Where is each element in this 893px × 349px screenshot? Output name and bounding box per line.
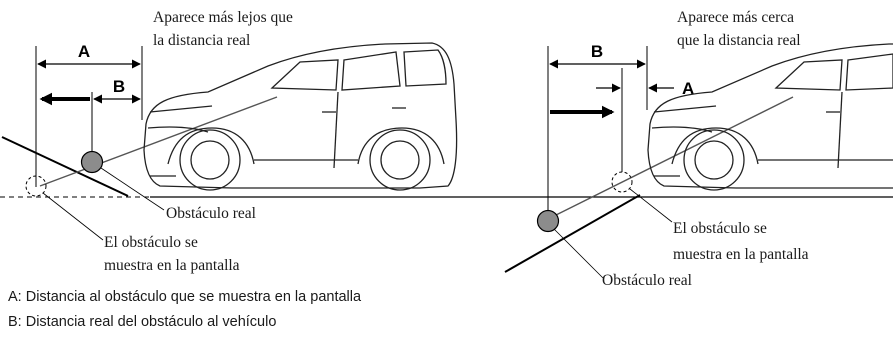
- left-panel: A B Aparece más lejos que la distancia r…: [1, 9, 293, 274]
- left-leader-shown: [42, 192, 104, 241]
- left-label-b: B: [113, 77, 125, 96]
- right-leader-shown: [629, 188, 673, 223]
- right-leader-real: [553, 228, 604, 279]
- left-car-illustration: [143, 42, 458, 191]
- left-caption-line1: Aparece más lejos que: [153, 9, 293, 26]
- left-shown-label-line2: muestra en la pantalla: [104, 257, 240, 274]
- right-label-a: A: [682, 79, 694, 98]
- right-caption-line2: que la distancia real: [677, 32, 801, 49]
- right-real-obstacle-label: Obstáculo real: [602, 272, 692, 289]
- right-slope: [504, 194, 641, 273]
- right-caption-line1: Aparece más cerca: [677, 9, 794, 26]
- right-panel: B A Aparece más cerca que la distancia r…: [504, 9, 809, 289]
- left-label-a: A: [78, 42, 90, 61]
- right-shown-label-line1: El obstáculo se: [673, 220, 767, 237]
- left-caption-line2: la distancia real: [153, 32, 250, 49]
- left-sight-line: [39, 96, 278, 187]
- left-slope: [1, 136, 129, 197]
- legend-b: B: Distancia real del obstáculo al vehíc…: [8, 314, 277, 330]
- right-label-b: B: [591, 42, 603, 61]
- right-car-illustration: [647, 43, 893, 191]
- right-shown-label-line2: muestra en la pantalla: [673, 246, 809, 263]
- right-sight-line: [547, 96, 794, 220]
- right-shown-obstacle: [611, 171, 633, 193]
- right-real-obstacle: [536, 209, 560, 233]
- left-real-obstacle-label: Obstáculo real: [166, 205, 256, 222]
- left-shown-label-line1: El obstáculo se: [104, 234, 198, 251]
- left-leader-real: [100, 167, 165, 211]
- legend-a: A: Distancia al obstáculo que se muestra…: [8, 289, 362, 305]
- left-real-obstacle: [80, 150, 104, 174]
- left-shown-obstacle: [25, 175, 47, 197]
